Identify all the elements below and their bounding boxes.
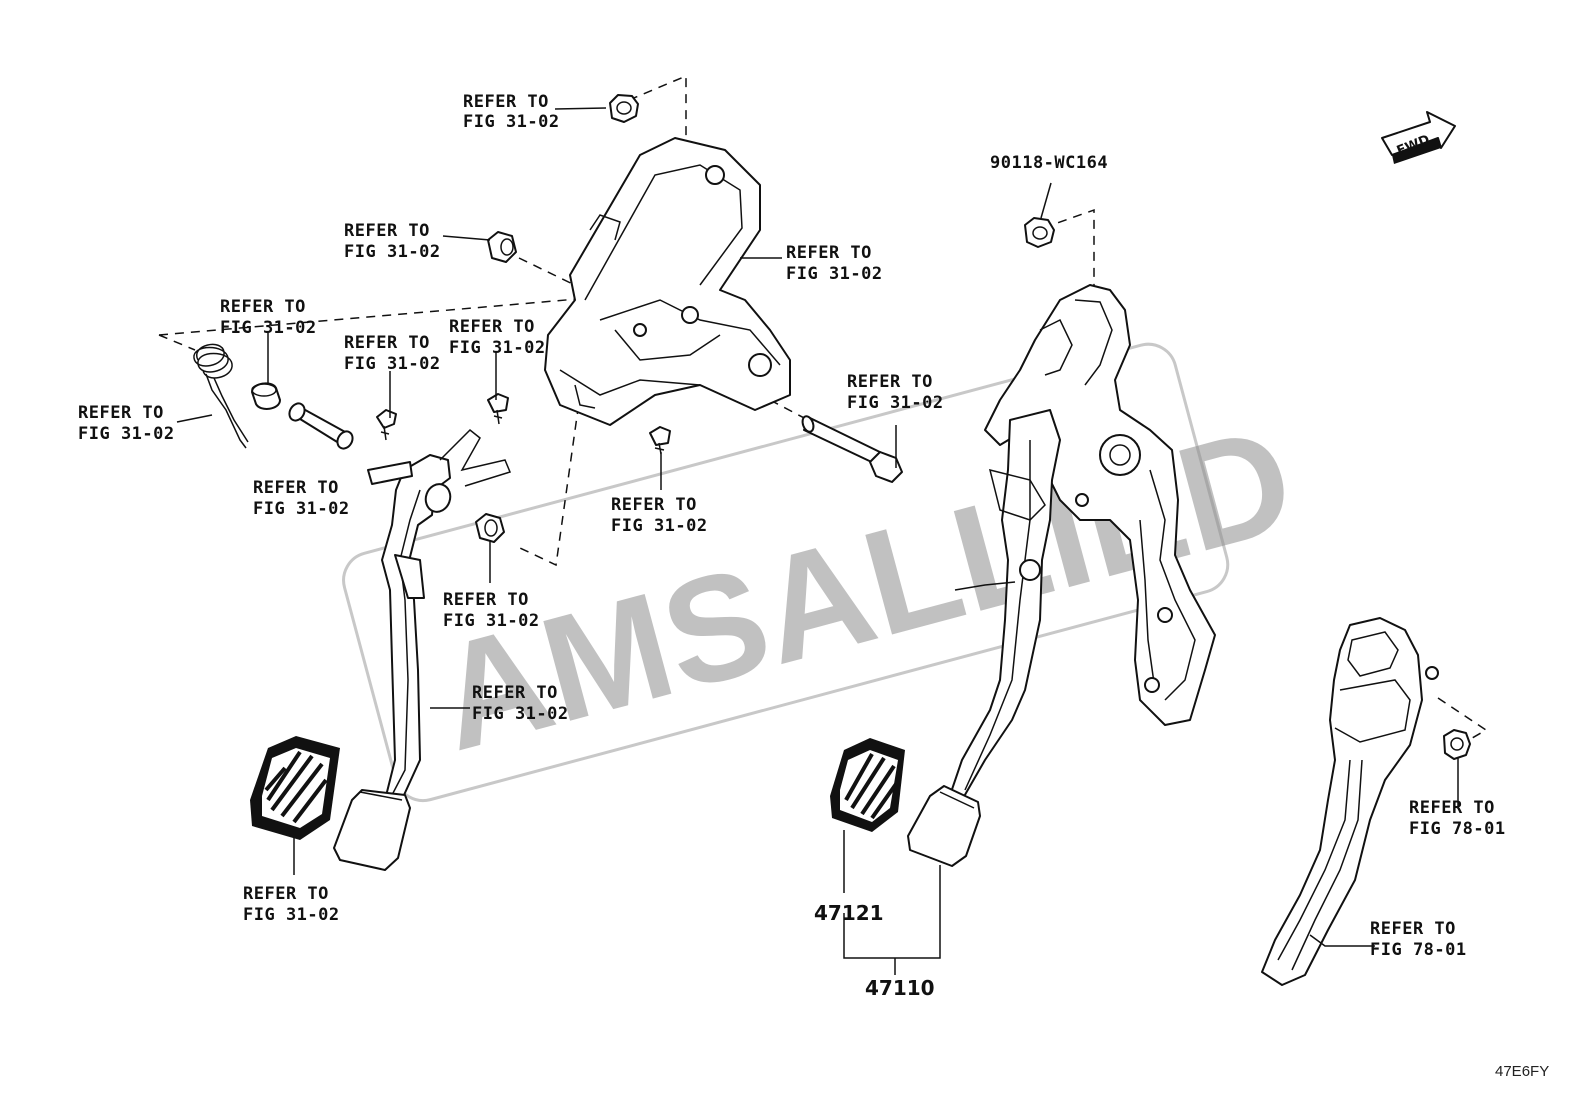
svg-text:REFER TO: REFER TO: [243, 884, 329, 904]
callout-11: REFER TO FIG 31-02: [443, 590, 540, 631]
collar-icon-lower: [475, 513, 505, 543]
nut-icon: [609, 94, 639, 123]
svg-text:FIG 31-02: FIG 31-02: [449, 338, 546, 358]
svg-text:REFER TO: REFER TO: [472, 683, 558, 703]
svg-text:FIG 31-02: FIG 31-02: [611, 516, 708, 536]
bushing-icon: [251, 382, 281, 410]
svg-text:FIG 31-02: FIG 31-02: [243, 905, 340, 925]
svg-text:FIG 31-02: FIG 31-02: [344, 242, 441, 262]
svg-text:REFER TO: REFER TO: [449, 317, 535, 337]
callout-3: REFER TO FIG 31-02: [786, 243, 883, 284]
figure-code: 47E6FY: [1495, 1063, 1549, 1080]
svg-text:REFER TO: REFER TO: [443, 590, 529, 610]
svg-text:REFER TO: REFER TO: [344, 221, 430, 241]
svg-text:FIG 31-02: FIG 31-02: [443, 611, 540, 631]
svg-text:FIG 31-02: FIG 31-02: [220, 318, 317, 338]
callout-13: REFER TO FIG 31-02: [243, 884, 340, 925]
svg-text:FIG 31-02: FIG 31-02: [472, 704, 569, 724]
svg-text:FIG 78-01: FIG 78-01: [1409, 819, 1506, 839]
svg-text:FIG 31-02: FIG 31-02: [847, 393, 944, 413]
svg-text:REFER TO: REFER TO: [78, 403, 164, 423]
svg-text:FIG 31-02: FIG 31-02: [786, 264, 883, 284]
callout-7: REFER TO FIG 31-02: [78, 403, 175, 444]
svg-text:REFER TO: REFER TO: [344, 333, 430, 353]
svg-text:FIG 78-01: FIG 78-01: [1370, 940, 1467, 960]
brake-pedal-bracket: [984, 284, 1216, 726]
part-number-brake-pedal-assy: 47110: [865, 976, 935, 1000]
svg-text:REFER TO: REFER TO: [847, 372, 933, 392]
svg-text:FIG 31-02: FIG 31-02: [78, 424, 175, 444]
return-spring: [193, 343, 249, 449]
svg-text:REFER TO: REFER TO: [1370, 919, 1456, 939]
svg-text:REFER TO: REFER TO: [786, 243, 872, 263]
pivot-bolt: [801, 415, 903, 483]
svg-text:REFER TO: REFER TO: [611, 495, 697, 515]
callout-9: REFER TO FIG 31-02: [253, 478, 350, 519]
callout-1: REFER TO FIG 31-02: [463, 92, 560, 132]
leader-lines: [176, 107, 1459, 975]
callout-6: REFER TO FIG 31-02: [449, 317, 546, 358]
nut-icon-accel: [1443, 729, 1471, 760]
pedal-shaft: [288, 402, 354, 450]
callout-12: REFER TO FIG 31-02: [472, 683, 569, 724]
callout-8: REFER TO FIG 31-02: [847, 372, 944, 413]
brake-pedal-pad: [830, 738, 905, 832]
part-number-brake-pad: 47121: [814, 901, 884, 925]
svg-text:REFER TO: REFER TO: [220, 297, 306, 317]
callout-4: REFER TO FIG 31-02: [220, 297, 317, 338]
svg-text:REFER TO: REFER TO: [463, 92, 549, 112]
svg-text:FIG 31-02: FIG 31-02: [463, 112, 560, 132]
svg-text:REFER TO: REFER TO: [1409, 798, 1495, 818]
clutch-pedal: [333, 428, 512, 871]
svg-text:REFER TO: REFER TO: [253, 478, 339, 498]
svg-text:FIG 31-02: FIG 31-02: [253, 499, 350, 519]
brake-pedal-arm: [907, 409, 1061, 867]
callout-2: REFER TO FIG 31-02: [344, 221, 441, 262]
fwd-arrow-icon: FWD: [1381, 111, 1456, 164]
clutch-pedal-pad: [250, 736, 340, 840]
callout-10: REFER TO FIG 31-02: [611, 495, 708, 536]
part-number-nut: 90118-WC164: [990, 153, 1108, 173]
nut-icon-right: [1024, 217, 1055, 248]
pedal-bracket: [544, 137, 791, 426]
callout-15: REFER TO FIG 78-01: [1370, 919, 1467, 960]
accelerator-pedal: [1261, 617, 1439, 986]
callout-14: REFER TO FIG 78-01: [1409, 798, 1506, 839]
svg-text:FIG 31-02: FIG 31-02: [344, 354, 441, 374]
callout-5: REFER TO FIG 31-02: [344, 333, 441, 374]
collar-icon: [487, 231, 517, 263]
